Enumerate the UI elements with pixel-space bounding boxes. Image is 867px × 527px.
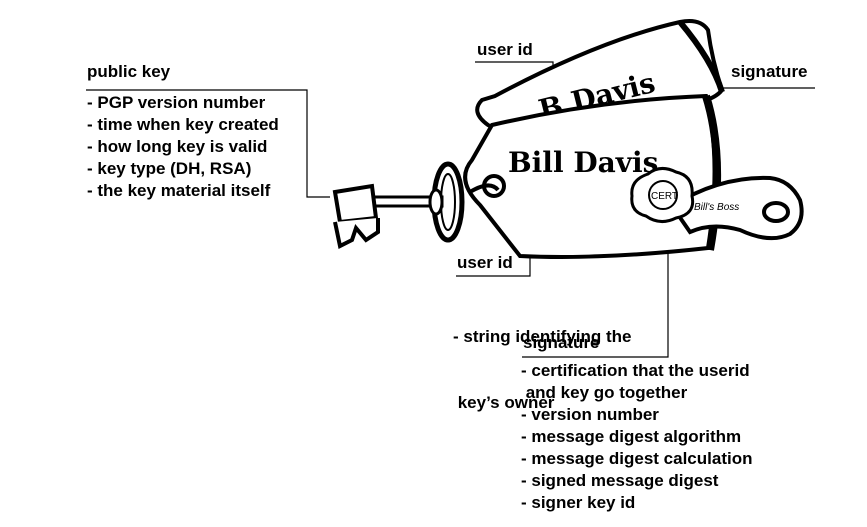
seal-stamp-text: CERT [651,191,678,202]
list-item: - the key material itself [87,181,271,200]
bottom-signature-list: - certification that the userid and key … [521,360,752,514]
public-key-heading: public key [87,62,171,81]
public-key-leader [86,89,330,198]
list-item: - signed message digest [521,471,719,490]
list-item: - message digest calculation [521,449,753,468]
list-item: key’s owner [453,393,555,412]
public-key-list: - PGP version number - time when key cre… [87,92,279,202]
list-item: - time when key created [87,115,279,134]
list-item: - message digest algorithm [521,427,742,446]
bottom-user-id-heading: user id [457,253,513,272]
seal-ribbon-text: Bill's Boss [694,202,739,213]
signature-seal: CERT Bill's Boss [630,167,804,241]
list-item: - version number [521,405,659,424]
list-item: - string identifying the [453,327,632,346]
leader-lines [86,61,815,358]
bottom-signature-leader [522,215,669,358]
list-item: - PGP version number [87,93,266,112]
list-item: - signer key id [521,493,636,512]
list-item: and key go together [521,383,688,402]
list-item: - key type (DH, RSA) [87,159,252,178]
list-item: - certification that the userid [521,361,750,380]
top-signature-heading: signature [731,62,808,81]
front-tag-name: Bill Davis [508,146,658,179]
bottom-signature-heading: signature [523,333,600,352]
top-user-id-heading: user id [477,40,533,59]
key-icon [332,161,500,249]
list-item: - how long key is valid [87,137,268,156]
bottom-user-id-list: - string identifying the key’s owner [453,282,632,436]
